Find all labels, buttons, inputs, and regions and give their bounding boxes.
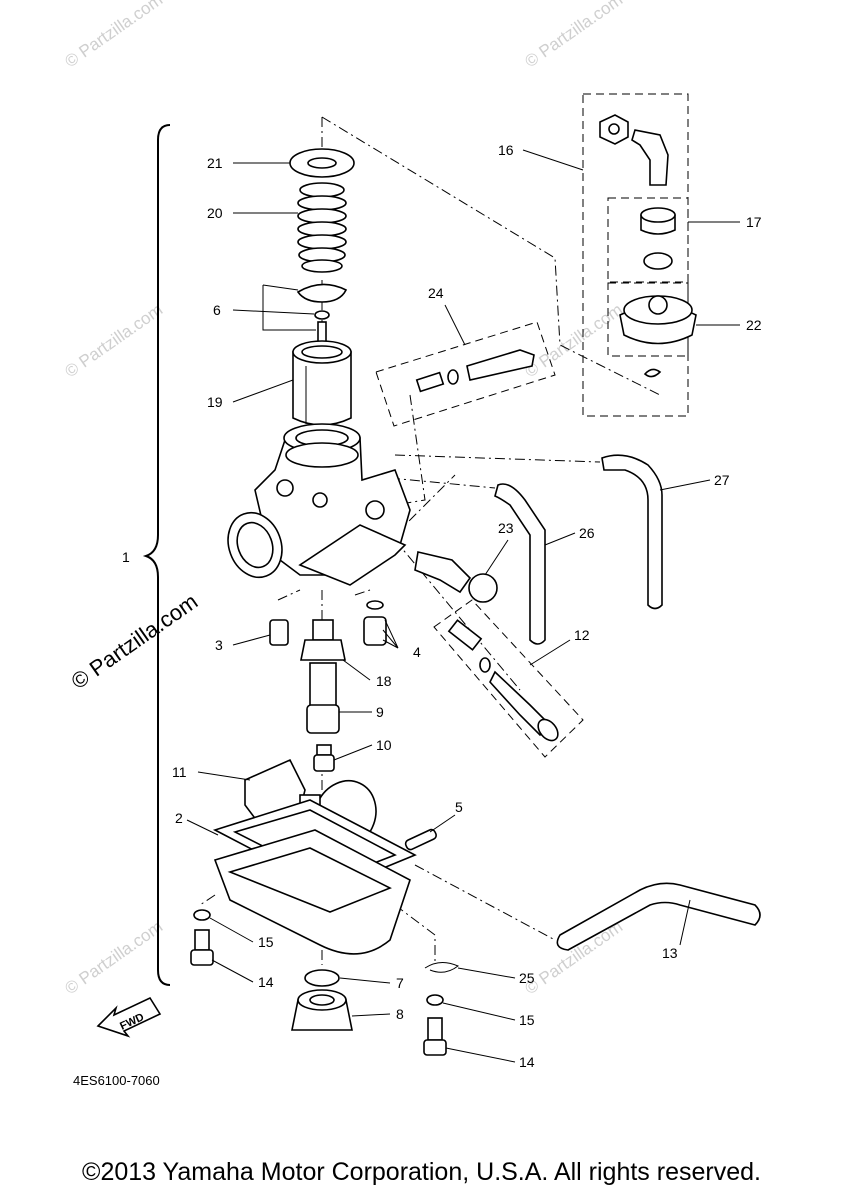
callout-4: 4 [413, 644, 421, 660]
group-box-22 [607, 282, 689, 357]
part-20-spring [297, 182, 347, 273]
callout-11: 11 [172, 764, 187, 780]
callout-7: 7 [396, 975, 404, 991]
part-14-screw [190, 929, 214, 966]
part-9-jet-holder [306, 662, 340, 734]
part-21-washer-hole [307, 157, 337, 169]
callout-9: 9 [376, 704, 384, 720]
callout-20: 20 [207, 205, 223, 221]
part-14-screw-right [423, 1017, 447, 1056]
part-27-hose [601, 454, 663, 610]
watermark: © Partzilla.com [61, 0, 166, 71]
part-24-pilot-screw-set [415, 349, 535, 393]
part-15-washer [193, 909, 211, 921]
copyright-notice: ©2013 Yamaha Motor Corporation, U.S.A. A… [82, 1158, 761, 1186]
callout-22: 22 [746, 317, 762, 333]
part-16-fitting [599, 114, 669, 186]
group-box-24 [375, 321, 556, 427]
callout-2: 2 [175, 810, 183, 826]
callout-18: 18 [376, 673, 392, 689]
clip-22 [643, 368, 662, 378]
part-6-plate [296, 283, 348, 303]
callout-26: 26 [579, 525, 595, 541]
callout-14: 14 [519, 1054, 535, 1070]
leader-lines [186, 149, 740, 1063]
part-4-screw [363, 600, 387, 646]
callout-16: 16 [498, 142, 514, 158]
part-23-starter-plunger [414, 551, 498, 603]
callout-10: 10 [376, 737, 392, 753]
callout-17: 17 [746, 214, 762, 230]
callout-15: 15 [519, 1012, 535, 1028]
callout-23: 23 [498, 520, 514, 536]
group-box-12 [433, 599, 584, 758]
part-13-hose [556, 882, 761, 951]
watermark: © Partzilla.com [521, 0, 626, 71]
callout-6: 6 [213, 302, 221, 318]
watermark: © Partzilla.com [61, 917, 166, 998]
callout-13: 13 [662, 945, 678, 961]
part-7-o-ring [304, 969, 340, 987]
fwd-arrow: FWD [96, 996, 162, 1038]
group-box-17 [607, 197, 689, 283]
part-18-needle-jet [300, 619, 346, 661]
part-26-hose [494, 483, 546, 645]
callout-21: 21 [207, 155, 223, 171]
callout-24: 24 [428, 285, 444, 301]
part-25-clip [424, 962, 459, 973]
callout-12: 12 [574, 627, 590, 643]
part-22-mixing-chamber-cap [619, 295, 697, 345]
part-19-throttle-slide [292, 340, 352, 426]
part-6-clip [314, 310, 330, 320]
callout-27: 27 [714, 472, 730, 488]
washer-17 [643, 252, 673, 270]
watermark: © Partzilla.com [61, 300, 166, 381]
watermark: © Partzilla.com [521, 300, 626, 381]
part-3-jet [269, 619, 289, 646]
watermark-main: © Partzilla.com [67, 589, 203, 695]
callout-3: 3 [215, 637, 223, 653]
assembly-bracket [142, 124, 171, 986]
carburetor-body [227, 423, 411, 586]
float-bowl [213, 829, 411, 955]
callouts: 1 2 3 4 5 6 7 8 9 10 11 12 13 14 14 15 1… [122, 142, 762, 1070]
part-5-float-pin [404, 828, 438, 851]
part-10-main-jet [313, 744, 335, 772]
callout-15: 15 [258, 934, 274, 950]
part-12-throttle-stop-screw [447, 619, 559, 742]
part-8-drain-plug [291, 989, 353, 1031]
callout-14: 14 [258, 974, 274, 990]
part-15-washer-right [426, 994, 444, 1006]
part-17-nut [640, 207, 676, 235]
callout-19: 19 [207, 394, 223, 410]
callout-1: 1 [122, 549, 130, 565]
callout-8: 8 [396, 1006, 404, 1022]
callout-25: 25 [519, 970, 535, 986]
callout-5: 5 [455, 799, 463, 815]
diagram-code: 4ES6100-7060 [73, 1073, 160, 1088]
